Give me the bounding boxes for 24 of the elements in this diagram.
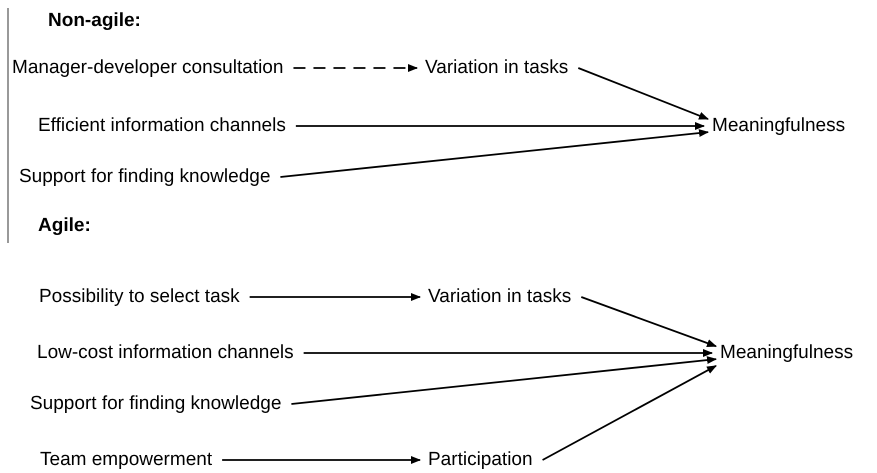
section-heading: Agile: xyxy=(38,215,91,237)
node-label: Possibility to select task xyxy=(39,286,240,308)
arrow xyxy=(222,456,421,464)
arrow xyxy=(293,64,418,72)
arrow xyxy=(291,356,717,405)
arrow xyxy=(578,67,709,120)
node-label: Support for finding knowledge xyxy=(19,166,270,188)
node-label: Variation in tasks xyxy=(428,286,572,308)
node-label: Efficient information channels xyxy=(38,115,286,137)
node-label: Meaningfulness xyxy=(712,115,846,137)
node-label: Participation xyxy=(428,449,533,471)
node-label: Low-cost information channels xyxy=(37,342,294,364)
node-label: Manager-developer consultation xyxy=(12,57,284,79)
node-label: Meaningfulness xyxy=(720,342,854,364)
arrow xyxy=(296,122,705,130)
node-label: Support for finding knowledge xyxy=(30,393,282,415)
arrow xyxy=(304,349,713,357)
node-label: Team empowerment xyxy=(40,449,212,471)
arrow xyxy=(580,296,717,348)
arrow xyxy=(542,365,717,461)
section-heading: Non-agile: xyxy=(48,10,141,32)
arrow xyxy=(250,293,421,301)
arrow xyxy=(280,129,709,178)
node-label: Variation in tasks xyxy=(425,57,568,79)
